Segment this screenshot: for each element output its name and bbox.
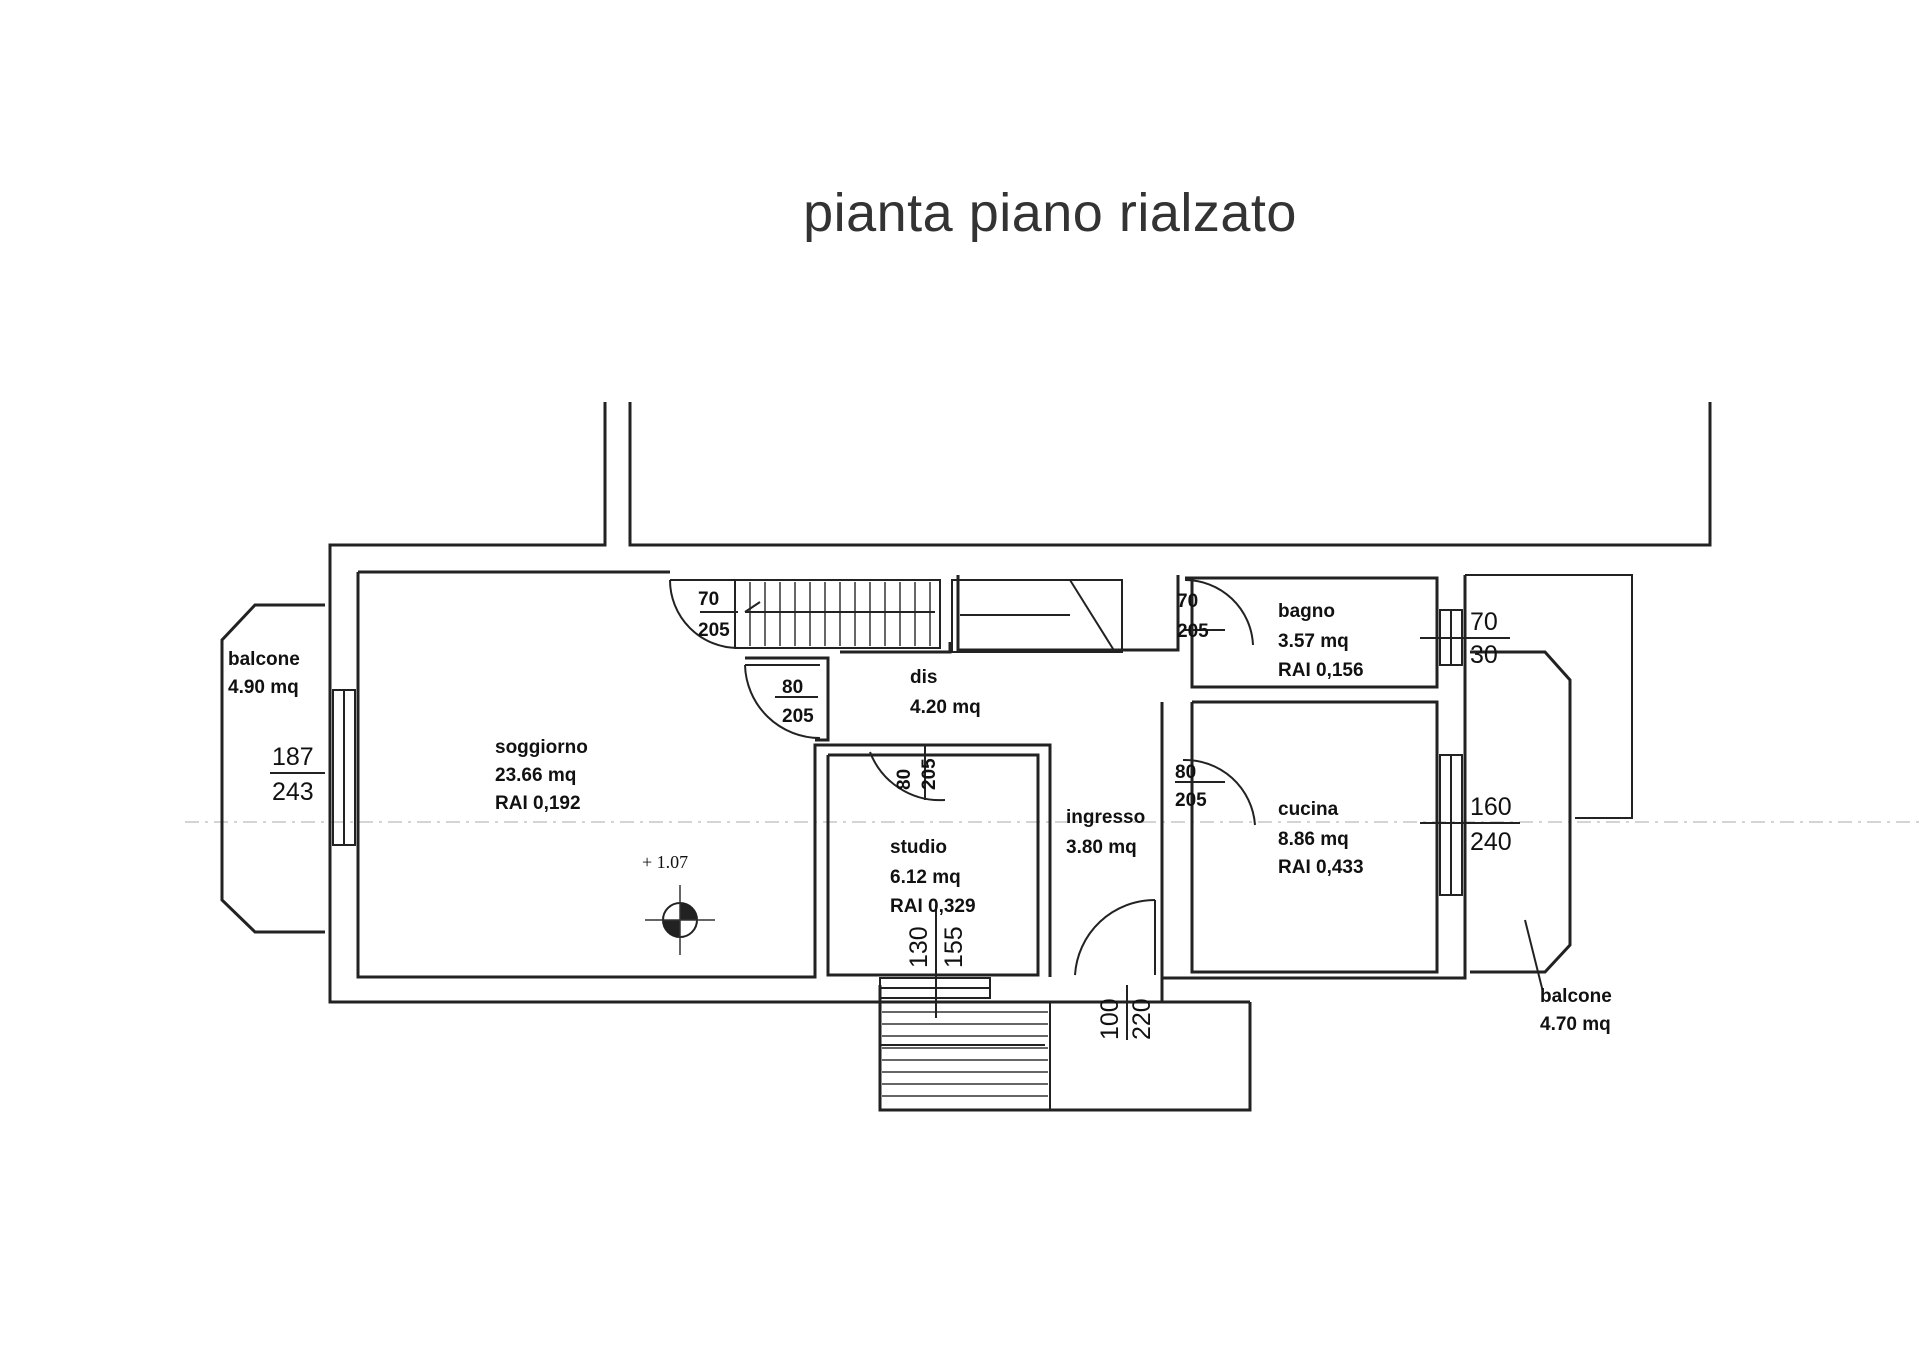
dim-door-soggiorno-height: 205 [698, 620, 730, 641]
door-studio [869, 745, 946, 802]
dim-door-top-right-width: 70 [1177, 591, 1198, 612]
dim-window-cucina-width: 160 [1470, 793, 1512, 821]
window-cucina [1420, 754, 1520, 896]
dim-door-studio-width: 80 [894, 769, 915, 790]
bagno-rai: RAI 0,156 [1278, 660, 1364, 681]
outer-walls [328, 545, 1467, 1004]
dim-door-cucina-width: 80 [1175, 762, 1196, 783]
dim-door-top-right-height: 205 [1177, 621, 1209, 642]
dim-door-soggiorno-width: 70 [698, 589, 719, 610]
studio-name: studio [890, 837, 947, 858]
balcone-right-area: 4.70 mq [1540, 1014, 1611, 1035]
studio-area: 6.12 mq [890, 867, 961, 888]
neighbour-walls [328, 402, 1712, 1004]
window-studio [879, 905, 991, 1018]
dim-door-studio-height: 205 [919, 758, 940, 790]
door-soggiorno-top [669, 579, 739, 649]
window-bagno [1420, 609, 1510, 666]
studio-rai: RAI 0,329 [890, 896, 976, 917]
balcone-left-outline [220, 603, 325, 934]
dim-window-bagno-width: 70 [1470, 608, 1498, 636]
dim-window-studio-width: 130 [905, 926, 933, 968]
window-balcone-left [332, 689, 356, 846]
door-cucina [1175, 758, 1256, 826]
cucina-area: 8.86 mq [1278, 829, 1349, 850]
door-ingresso [1074, 898, 1156, 1040]
dim-window-left-height: 243 [272, 778, 314, 806]
level-mark-label: + 1.07 [642, 852, 688, 872]
dim-door-cucina-height: 205 [1175, 790, 1207, 811]
dim-door-ingresso-height: 220 [1128, 998, 1156, 1040]
dim-door-dis-height: 205 [782, 706, 814, 727]
bagno-name: bagno [1278, 601, 1335, 622]
soggiorno-name: soggiorno [495, 737, 588, 758]
ingresso-name: ingresso [1066, 807, 1145, 828]
bagno-area: 3.57 mq [1278, 631, 1349, 652]
door-top-right [1184, 578, 1254, 646]
dim-door-dis-width: 80 [782, 677, 803, 698]
balcone-right-name: balcone [1540, 986, 1612, 1007]
dim-window-bagno-height: 30 [1470, 641, 1498, 669]
soggiorno-area: 23.66 mq [495, 765, 576, 786]
page-title: pianta piano rialzato [803, 183, 1297, 243]
dis-area: 4.20 mq [910, 697, 981, 718]
dim-window-studio-height: 155 [940, 926, 968, 968]
stairs-top [734, 579, 1123, 653]
dim-window-cucina-height: 240 [1470, 828, 1512, 856]
balcone-left-area: 4.90 mq [228, 677, 299, 698]
door-dis-left [744, 664, 821, 739]
dis-name: dis [910, 667, 937, 688]
level-marker [645, 885, 715, 955]
stairs-bottom [878, 985, 1252, 1112]
dim-window-left-width: 187 [272, 743, 314, 771]
soggiorno-rai: RAI 0,192 [495, 793, 581, 814]
ingresso-area: 3.80 mq [1066, 837, 1137, 858]
cucina-name: cucina [1278, 799, 1339, 820]
balcone-right-outline [1470, 650, 1572, 974]
cucina-rai: RAI 0,433 [1278, 857, 1364, 878]
balcone-left-name: balcone [228, 649, 300, 670]
dim-door-ingresso-width: 100 [1096, 998, 1124, 1040]
